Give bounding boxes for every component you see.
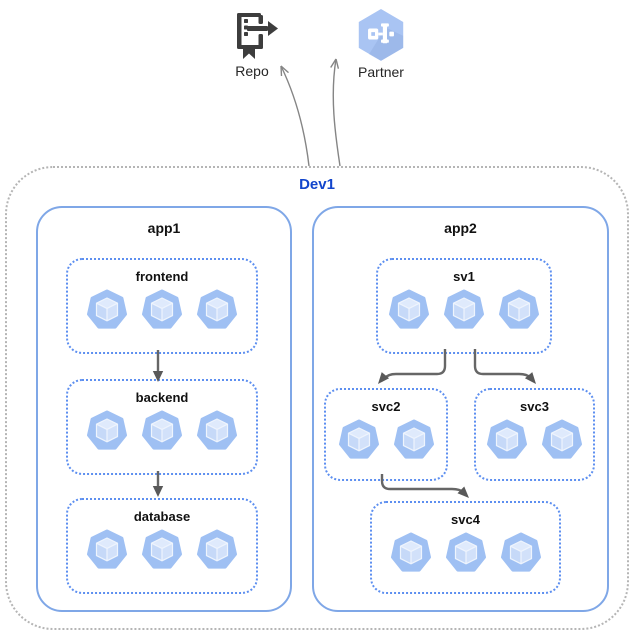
pod-icon — [142, 529, 182, 569]
app1-label: app1 — [147, 220, 181, 236]
service-box-sv1: sv1 — [376, 258, 552, 354]
pod-icon — [389, 289, 429, 329]
pod-icon — [445, 532, 486, 572]
app-box-app1: app1 frontend backend database — [36, 206, 292, 612]
pod-icon — [197, 410, 237, 450]
sv1-label: sv1 — [453, 269, 475, 284]
external-node-repo: Repo — [211, 8, 293, 79]
frontend-pods — [87, 289, 237, 330]
repo-label: Repo — [235, 63, 269, 79]
pod-icon — [499, 289, 539, 329]
partner-hexagon-icon — [358, 9, 404, 61]
service-box-database: database — [66, 498, 258, 594]
pod-icon — [500, 532, 541, 572]
arrow-dev1-to-repo — [280, 65, 310, 167]
app2-label: app2 — [444, 220, 477, 236]
source-repository-icon — [237, 13, 278, 59]
pod-icon — [197, 529, 237, 569]
pod-icon — [87, 289, 127, 329]
svc2-pods — [338, 419, 434, 460]
database-label: database — [133, 509, 191, 524]
pod-icon — [444, 289, 484, 329]
service-box-svc3: svc3 — [474, 388, 595, 481]
external-node-partner: Partner — [340, 7, 422, 80]
svc3-label: svc3 — [520, 399, 549, 414]
cluster-dev1-label: Dev1 — [299, 176, 335, 193]
partner-label: Partner — [358, 64, 404, 80]
sv1-pods — [389, 289, 539, 330]
backend-label: backend — [135, 390, 189, 405]
pod-icon — [87, 410, 127, 450]
service-box-svc2: svc2 — [324, 388, 448, 481]
pod-icon — [197, 289, 237, 329]
pod-icon — [390, 532, 431, 572]
svc2-label: svc2 — [371, 399, 401, 414]
backend-pods — [87, 410, 237, 451]
app-box-app2: app2 sv1 svc2 svc3 svc4 — [312, 206, 609, 612]
arrow-dev1-to-partner — [330, 58, 341, 167]
pod-icon — [338, 419, 379, 459]
pod-icon — [87, 529, 127, 569]
database-pods — [87, 529, 237, 570]
svc4-label: svc4 — [451, 512, 480, 527]
pod-icon — [142, 410, 182, 450]
service-box-backend: backend — [66, 379, 258, 475]
frontend-label: frontend — [135, 269, 189, 284]
pod-icon — [142, 289, 182, 329]
svc4-pods — [390, 532, 541, 573]
pod-icon — [393, 419, 434, 459]
pod-icon — [487, 419, 527, 459]
svc3-pods — [487, 419, 582, 460]
cluster-dev1: Dev1 — [5, 166, 629, 630]
pod-icon — [542, 419, 582, 459]
service-box-frontend: frontend — [66, 258, 258, 354]
service-box-svc4: svc4 — [370, 501, 561, 594]
